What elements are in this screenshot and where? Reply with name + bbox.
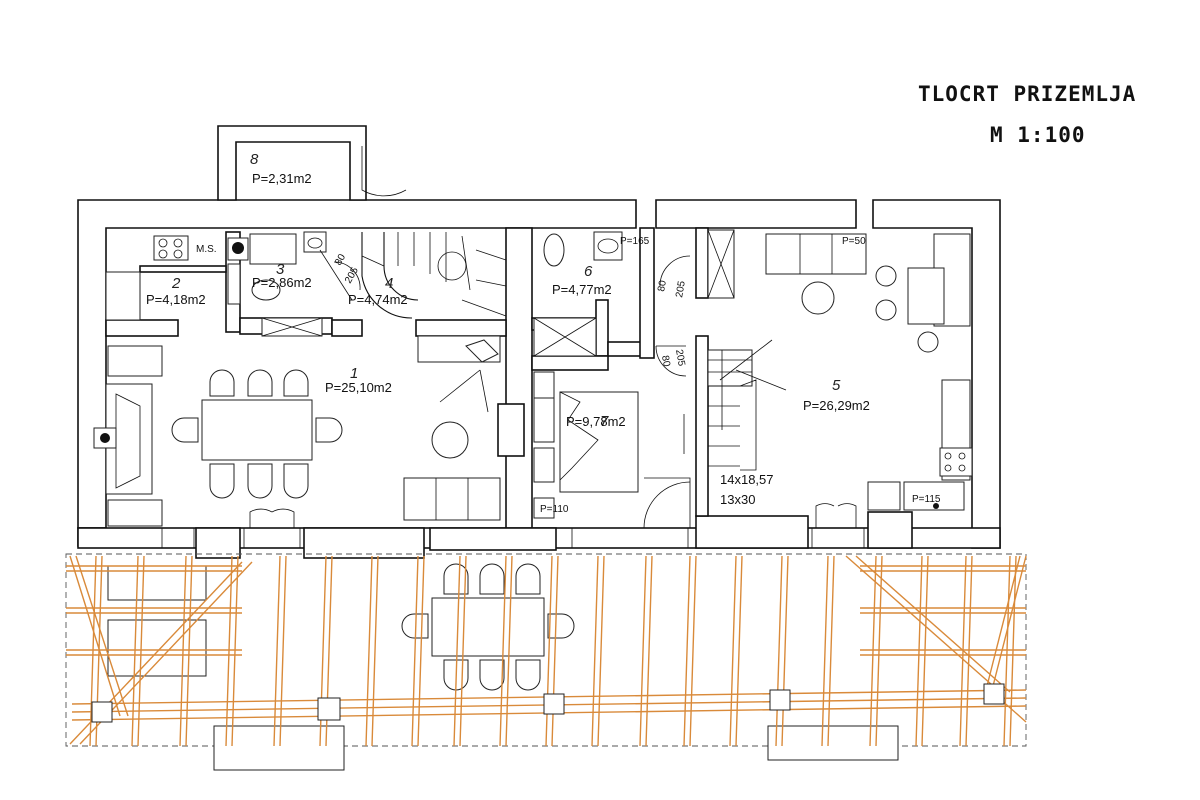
pergola-beam	[89, 555, 97, 747]
pergola-beam	[137, 555, 145, 747]
pergola-beam	[75, 555, 129, 717]
pergola-beam	[179, 555, 187, 747]
pergola-beam	[279, 555, 287, 747]
room-5-number: 5	[832, 377, 841, 394]
pergola-beam	[845, 555, 1001, 693]
pergola-beam	[821, 555, 829, 747]
door-label-205a: 205	[674, 280, 688, 299]
pergola-beam	[225, 555, 233, 747]
room-8-area: P=2,31m2	[252, 171, 312, 186]
p165-label: P=165	[620, 236, 650, 247]
pergola-beam	[915, 555, 923, 747]
room-1-number: 1	[350, 365, 358, 382]
room-6-area: P=4,77m2	[552, 282, 612, 297]
pergola-beam	[417, 555, 425, 747]
pergola-beam	[645, 555, 653, 747]
wc-fixtures	[227, 231, 327, 337]
pergola-beam	[231, 555, 239, 747]
pergola-beam	[597, 555, 605, 747]
pergola-beam	[985, 555, 1021, 691]
bedroom-furniture	[533, 371, 639, 519]
door-label-205c: 205	[343, 265, 361, 285]
door-label-80c: 80	[333, 252, 348, 268]
pergola-beam	[775, 555, 783, 747]
pergola-beams	[66, 555, 1027, 747]
pergola-beam	[729, 555, 737, 747]
room-3-area: P=2,86m2	[252, 275, 312, 290]
room-8-number: 8	[250, 151, 259, 168]
plan-scale: M 1:100	[990, 123, 1086, 147]
south-wall-openings	[161, 511, 913, 559]
pergola-beam	[131, 555, 139, 747]
door-label-205b: 205	[673, 349, 687, 368]
pergola-posts	[91, 683, 1005, 723]
stair-dim-2: 13x30	[720, 492, 755, 507]
pergola-beam	[411, 555, 419, 747]
ms-label: M.S.	[196, 244, 217, 255]
room-6-number: 6	[584, 263, 593, 280]
staircase-4	[319, 232, 507, 319]
pergola-beam	[591, 555, 599, 747]
pergola-beam	[69, 555, 121, 717]
pergola-beam	[505, 555, 513, 747]
pergola-beam	[991, 555, 1027, 691]
p115-label: P=115	[912, 494, 941, 505]
pergola-beam	[545, 555, 553, 747]
living-kitchen-furniture	[707, 229, 973, 511]
terrace-dining-set	[401, 563, 575, 691]
p110-label: P=110	[540, 504, 569, 515]
room-1-area: P=25,10m2	[325, 380, 392, 395]
kitchen-fixtures	[105, 235, 249, 321]
room-2-area: P=4,18m2	[146, 292, 206, 307]
stair-dim-1: 14x18,57	[720, 472, 774, 487]
door-label-80b: 80	[659, 355, 672, 368]
pergola-beam	[921, 555, 929, 747]
room-4-number: 4	[385, 275, 393, 292]
pergola-beam	[855, 555, 1011, 693]
pergola-beam	[689, 555, 697, 747]
pergola-beam	[735, 555, 743, 747]
room-7-number: 7	[600, 413, 609, 430]
pergola-beam	[683, 555, 691, 747]
pergola-beam	[185, 555, 193, 747]
room-4-area: P=4,74m2	[348, 292, 408, 307]
pergola-beam	[965, 555, 973, 747]
bathroom-fixtures	[533, 231, 623, 357]
pergola-beam	[1003, 555, 1011, 747]
pergola-beam	[639, 555, 647, 747]
room-5-area: P=26,29m2	[803, 398, 870, 413]
door-swings	[249, 146, 857, 529]
room-3-number: 3	[276, 261, 285, 278]
pergola-beam	[781, 555, 789, 747]
room-2-number: 2	[171, 275, 181, 292]
pergola-beam	[1009, 555, 1017, 747]
pergola-beam	[869, 555, 877, 747]
pergola-beam	[827, 555, 835, 747]
door-label-80a: 80	[656, 279, 669, 292]
room-7-area: P=9,78m2	[566, 414, 626, 429]
pergola-beam	[551, 555, 559, 747]
pergola-beam	[365, 555, 373, 747]
pergola-beam	[371, 555, 379, 747]
plan-title: TLOCRT PRIZEMLJA	[918, 82, 1136, 106]
pergola-beam	[273, 555, 281, 747]
living-room-furniture	[93, 335, 501, 527]
p50-label: P=50	[842, 236, 866, 247]
